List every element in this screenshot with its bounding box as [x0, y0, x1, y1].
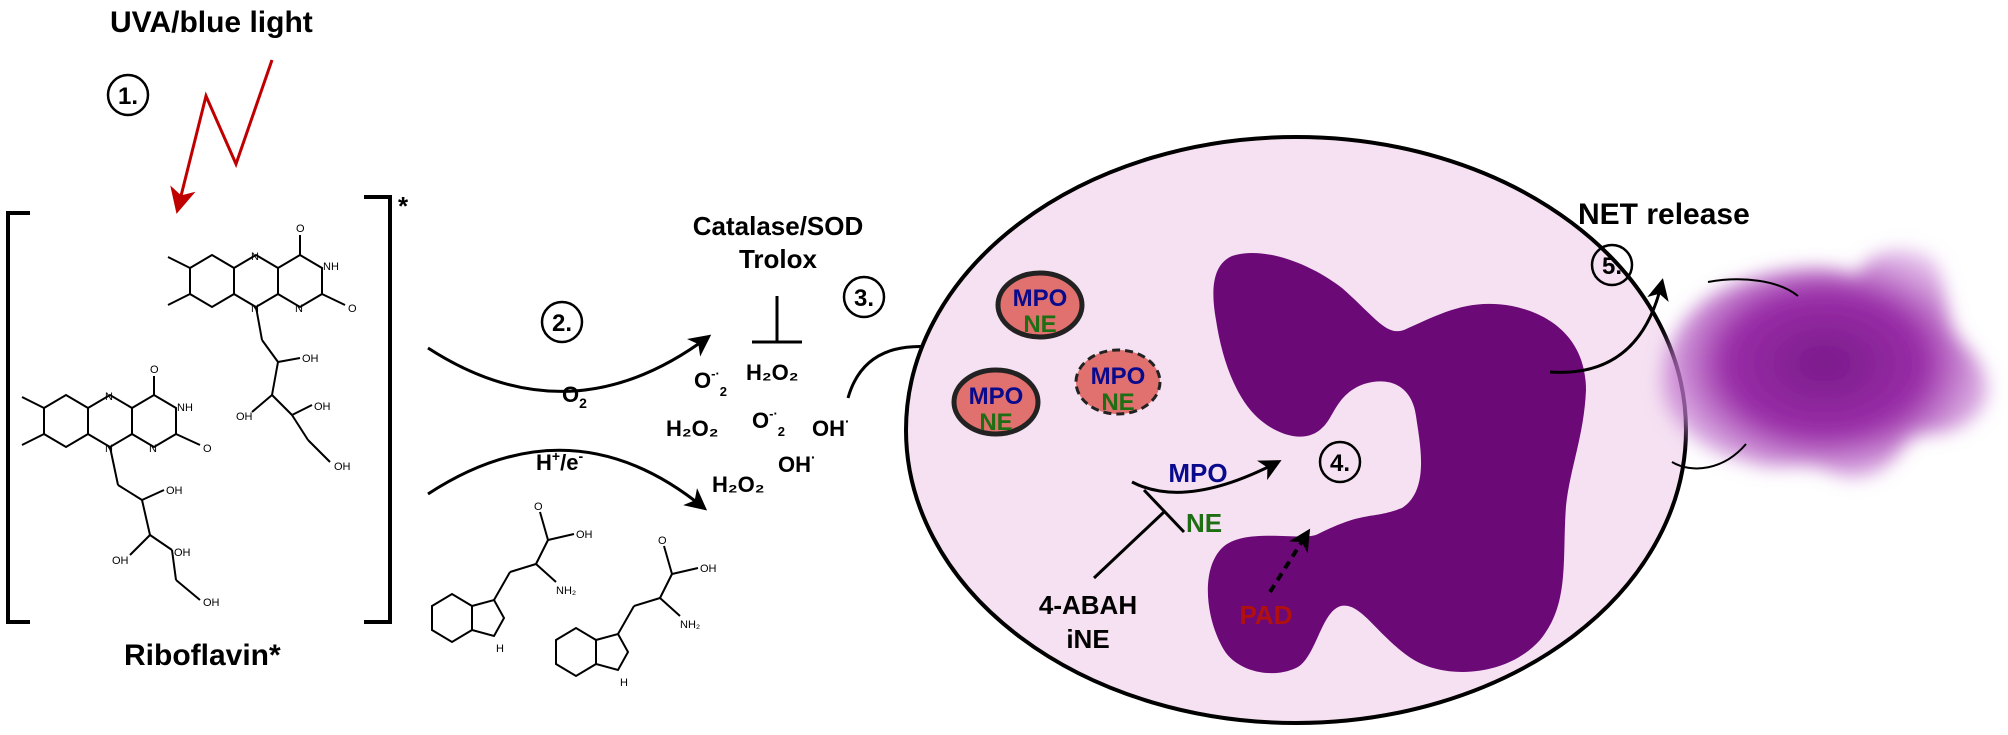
svg-text:OH: OH [166, 485, 183, 497]
svg-text:OH: OH [302, 353, 319, 365]
ros-superoxide-1: O-·2 [694, 366, 727, 399]
pad-label: PAD [1240, 600, 1293, 630]
svg-text:OH: OH [174, 547, 191, 559]
inhibition-bar-top [752, 296, 802, 344]
svg-text:NH₂: NH₂ [680, 619, 700, 631]
oxygen-reaction-arrow [427, 334, 712, 393]
light-bolt-arrow [170, 59, 274, 214]
riboflavin-label: Riboflavin* [124, 639, 281, 672]
svg-text:O: O [150, 364, 159, 376]
svg-text:N: N [295, 303, 303, 315]
svg-text:OH: OH [112, 555, 129, 567]
tryptophan-molecule-left [431, 511, 575, 644]
inhibitor-4-abah: 4-ABAH [1039, 590, 1137, 620]
riboflavin-upper-atoms: O NH O N N N OH OH OH OH [236, 223, 357, 473]
tryptophan-left-atoms: O OH NH₂ H [496, 501, 593, 655]
svg-text:H: H [496, 643, 504, 655]
light-label: UVA/blue light [110, 6, 313, 39]
granule-2-ne: NE [979, 409, 1012, 436]
net-release-arrow [1549, 278, 1669, 374]
svg-text:H: H [620, 677, 628, 689]
nucleus [1207, 252, 1586, 674]
oxygen-label: O2 [562, 382, 587, 411]
pad-arrow [1268, 528, 1311, 594]
granule-3-dashed: MPO NE [1074, 348, 1162, 416]
riboflavin-molecule-upper [167, 235, 346, 463]
tryptophan-molecule-right [555, 545, 699, 678]
svg-text:OH: OH [334, 461, 351, 473]
ros-h2o2-2: H₂O₂ [666, 416, 719, 441]
svg-text:O: O [296, 223, 305, 235]
svg-text:O: O [534, 501, 543, 513]
svg-text:N: N [149, 443, 157, 455]
svg-text:OH: OH [576, 529, 593, 541]
step-2-marker: 2. [540, 300, 584, 344]
step-3-label: 3. [854, 285, 874, 312]
inhibitor-ine: iNE [1066, 624, 1109, 654]
granule-2-mpo: MPO [969, 383, 1024, 410]
svg-text:OH: OH [203, 597, 220, 609]
step-4-label: 4. [1330, 450, 1350, 477]
mpo-label: MPO [1168, 458, 1227, 488]
ros-hydroxyl-1: OH· [812, 413, 850, 441]
right-bracket [364, 195, 392, 624]
granule-3-ne: NE [1101, 389, 1134, 416]
svg-text:N: N [105, 443, 113, 455]
step-4-marker: 4. [1318, 440, 1362, 484]
svg-text:OH: OH [236, 411, 253, 423]
step-3-marker: 3. [842, 275, 886, 319]
riboflavin-lower-atoms: O NH O N N N OH OH OH OH [105, 364, 220, 609]
step-1-label: 1. [118, 83, 138, 110]
inhibitor-trolox: Trolox [739, 244, 818, 274]
svg-text:NH: NH [177, 402, 193, 414]
svg-text:OH: OH [314, 401, 331, 413]
ne-label: NE [1186, 508, 1222, 538]
mpo-ne-arrow [1131, 460, 1282, 494]
ros-superoxide-2: O-·2 [752, 406, 785, 439]
svg-text:O: O [348, 303, 357, 315]
inhibitor-catalase-sod: Catalase/SOD [693, 211, 864, 241]
svg-text:N: N [251, 303, 259, 315]
step-5-label: 5. [1602, 253, 1622, 280]
granule-1-ne: NE [1023, 311, 1056, 338]
riboflavin-molecule-lower [21, 376, 201, 601]
tryptophan-right-atoms: O OH NH₂ H [620, 535, 717, 689]
left-bracket [6, 211, 30, 624]
svg-text:NH₂: NH₂ [556, 585, 576, 597]
electron-reaction-arrow [427, 448, 708, 511]
granule-1-mpo: MPO [1013, 285, 1068, 312]
svg-text:O: O [658, 535, 667, 547]
granule-1: MPO NE [995, 270, 1085, 340]
net-cloud [1661, 249, 1988, 478]
svg-text:NH: NH [323, 261, 339, 273]
ros-species: O-·2 H₂O₂ H₂O₂ O-·2 OH· OH· H₂O₂ [666, 360, 850, 497]
step-1-marker: 1. [106, 73, 150, 117]
ros-h2o2-1: H₂O₂ [746, 360, 799, 385]
ros-h2o2-3: H₂O₂ [712, 472, 765, 497]
svg-text:OH: OH [700, 563, 717, 575]
granule-3-mpo: MPO [1091, 363, 1146, 390]
svg-text:O: O [203, 443, 212, 455]
svg-text:N: N [105, 391, 113, 403]
electron-label: H+/e- [536, 448, 583, 475]
net-release-label: NET release [1578, 198, 1750, 231]
svg-text:N: N [251, 251, 259, 263]
granule-2: MPO NE [951, 367, 1041, 437]
excited-star: * [398, 191, 409, 221]
step-5-marker: 5. [1590, 243, 1634, 287]
inhibition-bar-bottom [1092, 488, 1186, 580]
ros-hydroxyl-2: OH· [778, 449, 816, 477]
step-2-label: 2. [552, 310, 572, 337]
